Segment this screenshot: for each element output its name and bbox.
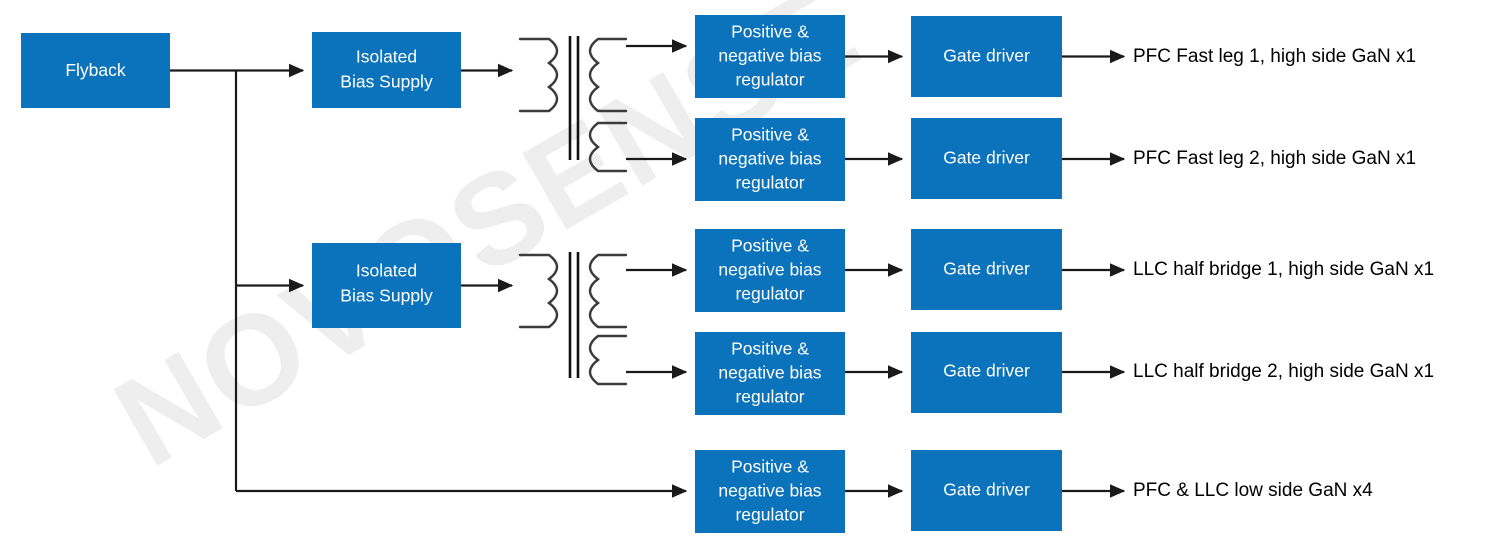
transformer-1 <box>518 36 628 173</box>
block-regulator-3[interactable]: Positive & negative bias regulator <box>695 229 845 312</box>
transformer-2-secondary-winding-2 <box>588 334 628 386</box>
block-regulator-4-line1: Positive & <box>731 339 809 359</box>
block-gate-driver-3-rect[interactable] <box>911 229 1062 310</box>
block-regulator-1-line3: regulator <box>735 70 804 90</box>
block-flyback-rect[interactable] <box>21 33 170 108</box>
block-regulator-1-line2: negative bias <box>718 46 821 66</box>
transformer-1-primary-winding <box>518 37 559 113</box>
output-label-5: PFC & LLC low side GaN x4 <box>1133 480 1373 501</box>
block-regulator-5-line2: negative bias <box>718 481 821 501</box>
block-isolated-bias-supply-1-line1: Isolated <box>356 47 417 67</box>
block-regulator-4-rect[interactable] <box>695 332 845 415</box>
block-gate-driver-2-label: Gate driver <box>943 148 1030 168</box>
block-regulator-2-line2: negative bias <box>718 149 821 169</box>
block-gate-driver-5-label: Gate driver <box>943 480 1030 500</box>
block-regulator-2-rect[interactable] <box>695 118 845 201</box>
transformer-2 <box>518 252 628 386</box>
block-regulator-3-rect[interactable] <box>695 229 845 312</box>
block-isolated-bias-supply-2-line1: Isolated <box>356 261 417 281</box>
block-isolated-bias-supply-2[interactable]: Isolated Bias Supply <box>312 243 461 328</box>
block-regulator-3-line3: regulator <box>735 284 804 304</box>
block-isolated-bias-supply-1-line2: Bias Supply <box>340 72 433 92</box>
transformer-1-secondary-winding-1 <box>588 37 628 113</box>
block-regulator-3-line2: negative bias <box>718 260 821 280</box>
transformer-2-secondary-winding-1 <box>588 253 628 329</box>
block-regulator-5[interactable]: Positive & negative bias regulator <box>695 450 845 533</box>
block-gate-driver-4-rect[interactable] <box>911 332 1062 413</box>
block-regulator-5-rect[interactable] <box>695 450 845 533</box>
transformer-1-secondary-winding-2 <box>588 121 628 173</box>
block-flyback[interactable]: Flyback <box>21 33 170 108</box>
block-regulator-4-line3: regulator <box>735 387 804 407</box>
block-gate-driver-1[interactable]: Gate driver <box>911 16 1062 97</box>
block-regulator-5-line1: Positive & <box>731 457 809 477</box>
block-regulator-2-line3: regulator <box>735 173 804 193</box>
block-regulator-1[interactable]: Positive & negative bias regulator <box>695 15 845 98</box>
block-gate-driver-2[interactable]: Gate driver <box>911 118 1062 199</box>
transformer-2-primary-winding <box>518 253 559 329</box>
block-gate-driver-5-rect[interactable] <box>911 450 1062 531</box>
block-gate-driver-1-label: Gate driver <box>943 46 1030 66</box>
block-gate-driver-4[interactable]: Gate driver <box>911 332 1062 413</box>
block-gate-driver-3[interactable]: Gate driver <box>911 229 1062 310</box>
block-regulator-2[interactable]: Positive & negative bias regulator <box>695 118 845 201</box>
block-regulator-1-rect[interactable] <box>695 15 845 98</box>
block-isolated-bias-supply-2-line2: Bias Supply <box>340 286 433 306</box>
block-gate-driver-2-rect[interactable] <box>911 118 1062 199</box>
block-regulator-2-line1: Positive & <box>731 125 809 145</box>
wiring-layer <box>170 39 1126 498</box>
block-flyback-label: Flyback <box>65 60 126 80</box>
block-regulator-4[interactable]: Positive & negative bias regulator <box>695 332 845 415</box>
output-label-4: LLC half bridge 2, high side GaN x1 <box>1133 361 1434 382</box>
block-regulator-4-line2: negative bias <box>718 363 821 383</box>
output-label-2: PFC Fast leg 2, high side GaN x1 <box>1133 148 1416 169</box>
block-isolated-bias-supply-1-rect[interactable] <box>312 32 461 108</box>
block-isolated-bias-supply-2-rect[interactable] <box>312 243 461 328</box>
output-label-3: LLC half bridge 1, high side GaN x1 <box>1133 259 1434 280</box>
block-gate-driver-5[interactable]: Gate driver <box>911 450 1062 531</box>
output-label-1: PFC Fast leg 1, high side GaN x1 <box>1133 46 1416 67</box>
block-isolated-bias-supply-1[interactable]: Isolated Bias Supply <box>312 32 461 108</box>
block-gate-driver-4-label: Gate driver <box>943 361 1030 381</box>
block-regulator-5-line3: regulator <box>735 505 804 525</box>
block-gate-driver-3-label: Gate driver <box>943 259 1030 279</box>
block-regulator-3-line1: Positive & <box>731 236 809 256</box>
block-regulator-1-line1: Positive & <box>731 22 809 42</box>
block-gate-driver-1-rect[interactable] <box>911 16 1062 97</box>
